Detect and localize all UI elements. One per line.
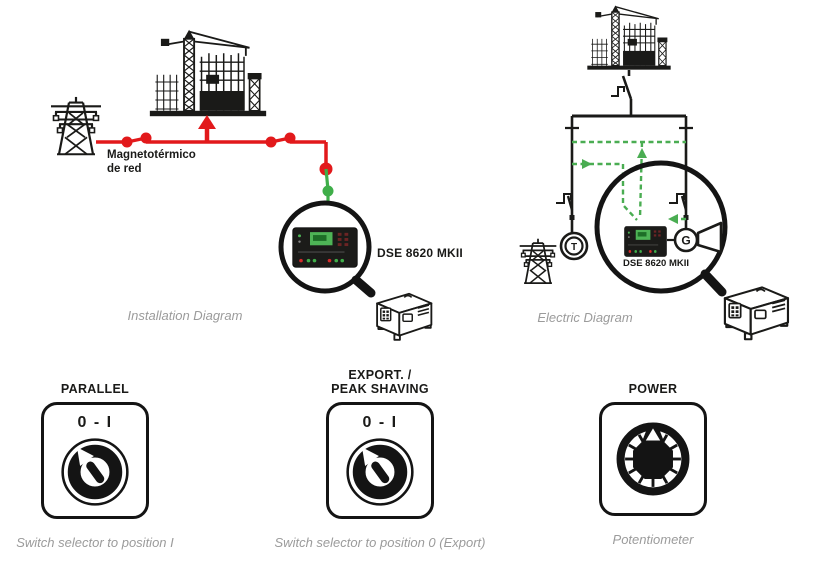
dse-controller-icon	[624, 226, 667, 257]
rotary-switch-icon	[61, 438, 129, 506]
svg-text:G: G	[681, 234, 690, 248]
construction-site-icon	[149, 29, 267, 117]
switch-position-label: 0 - I	[77, 414, 113, 431]
svg-text:T: T	[571, 242, 577, 253]
grid-breaker-label: Magnetotérmico de red	[107, 149, 196, 175]
export-switch-caption: Switch selector to position 0 (Export)	[274, 535, 486, 550]
transmission-tower-icon	[519, 238, 557, 284]
power-potentiometer-group: POWER	[570, 366, 736, 547]
construction-site-icon	[587, 5, 671, 70]
dse-controller-icon	[292, 227, 358, 268]
controller-label: DSE 8620 MKII	[623, 258, 689, 269]
generator-icon	[723, 286, 790, 341]
parallel-switch-title: PARALLEL	[60, 381, 130, 396]
installation-diagram-caption: Installation Diagram	[127, 308, 243, 323]
engine-fan-icon	[696, 221, 723, 254]
power-potentiometer-knob	[599, 402, 707, 516]
electric-diagram-caption: Electric Diagram	[537, 310, 633, 325]
transmission-tower-icon	[51, 96, 101, 156]
generator-icon	[376, 292, 433, 341]
export-switch-group: EXPORT. / PEAK SHAVING 0 - I Switch sele…	[275, 366, 486, 550]
electric-diagram-graphic: T	[519, 5, 790, 341]
rotary-switch-icon	[346, 438, 414, 506]
potentiometer-dial-icon	[616, 422, 690, 496]
installation-diagram-graphic	[51, 29, 433, 341]
power-potentiometer-title: POWER	[628, 381, 678, 396]
parallel-switch-caption: Switch selector to position I	[16, 535, 174, 550]
export-switch-title: EXPORT. / PEAK SHAVING	[331, 368, 429, 396]
transformer-symbol: T	[559, 231, 589, 261]
load-arrow	[198, 115, 216, 142]
controller-magnifier	[594, 160, 728, 297]
parallel-switch-knob: 0 - I	[41, 402, 149, 519]
parallel-switch-group: PARALLEL 0 - I Switch selector to positi…	[12, 366, 178, 550]
single-line-network	[556, 70, 693, 233]
power-potentiometer-caption: Potentiometer	[612, 532, 694, 547]
control-signal-arrows	[582, 148, 678, 224]
control-signal-lines	[572, 140, 686, 221]
switch-position-label: 0 - I	[362, 414, 398, 431]
export-switch-knob: 0 - I	[326, 402, 434, 519]
controller-label: DSE 8620 MKII	[377, 246, 463, 260]
generator-symbol: G	[667, 221, 723, 254]
